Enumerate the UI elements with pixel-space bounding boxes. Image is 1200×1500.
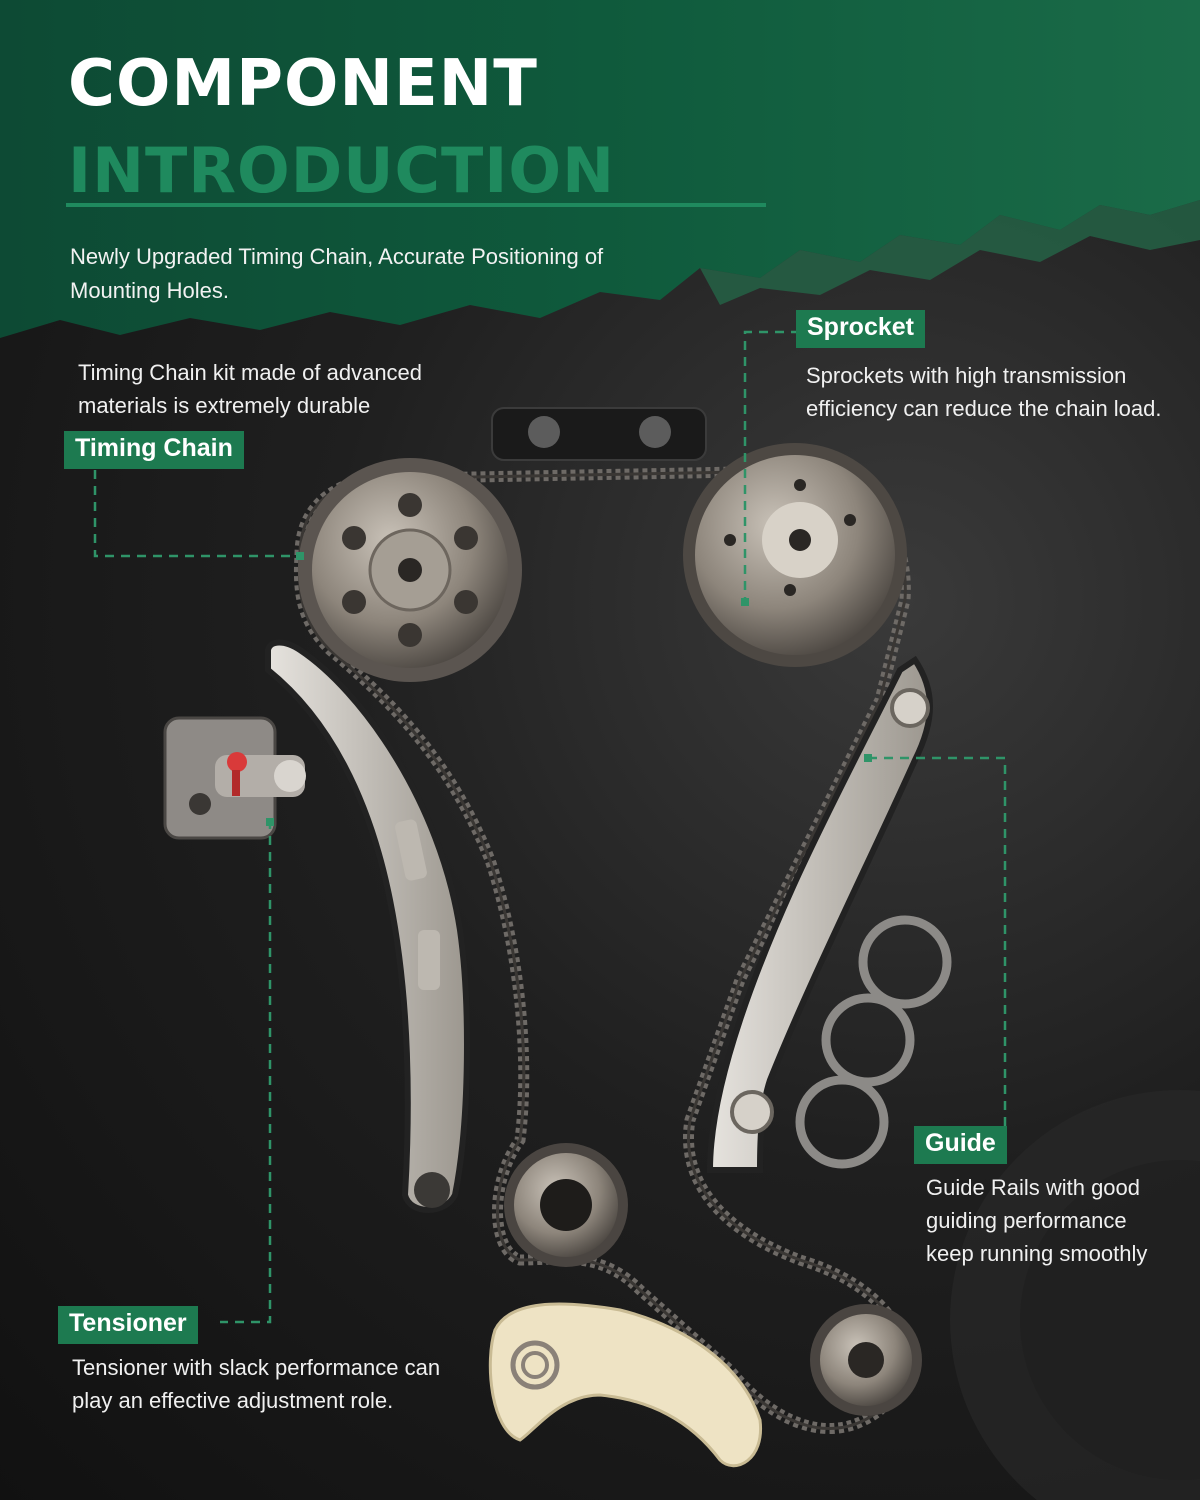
guide-label: Guide xyxy=(914,1126,1007,1164)
timing-chain-label: Timing Chain xyxy=(64,431,244,469)
tensioner-label: Tensioner xyxy=(58,1306,198,1344)
header-brush-background xyxy=(0,0,1200,338)
intro-text: Newly Upgraded Timing Chain, Accurate Po… xyxy=(70,244,604,303)
title-underline xyxy=(66,203,766,207)
guide-description: Guide Rails with good guiding performanc… xyxy=(926,1175,1148,1266)
title-line-1: COMPONENT xyxy=(68,47,538,121)
sprocket-description: Sprockets with high transmission efficie… xyxy=(806,363,1162,421)
title-line-2: INTRODUCTION xyxy=(68,134,615,207)
sprocket-label: Sprocket xyxy=(796,310,925,348)
tensioner-description: Tensioner with slack performance can pla… xyxy=(72,1355,441,1413)
timing-chain-description: Timing Chain kit made of advanced materi… xyxy=(78,360,423,418)
